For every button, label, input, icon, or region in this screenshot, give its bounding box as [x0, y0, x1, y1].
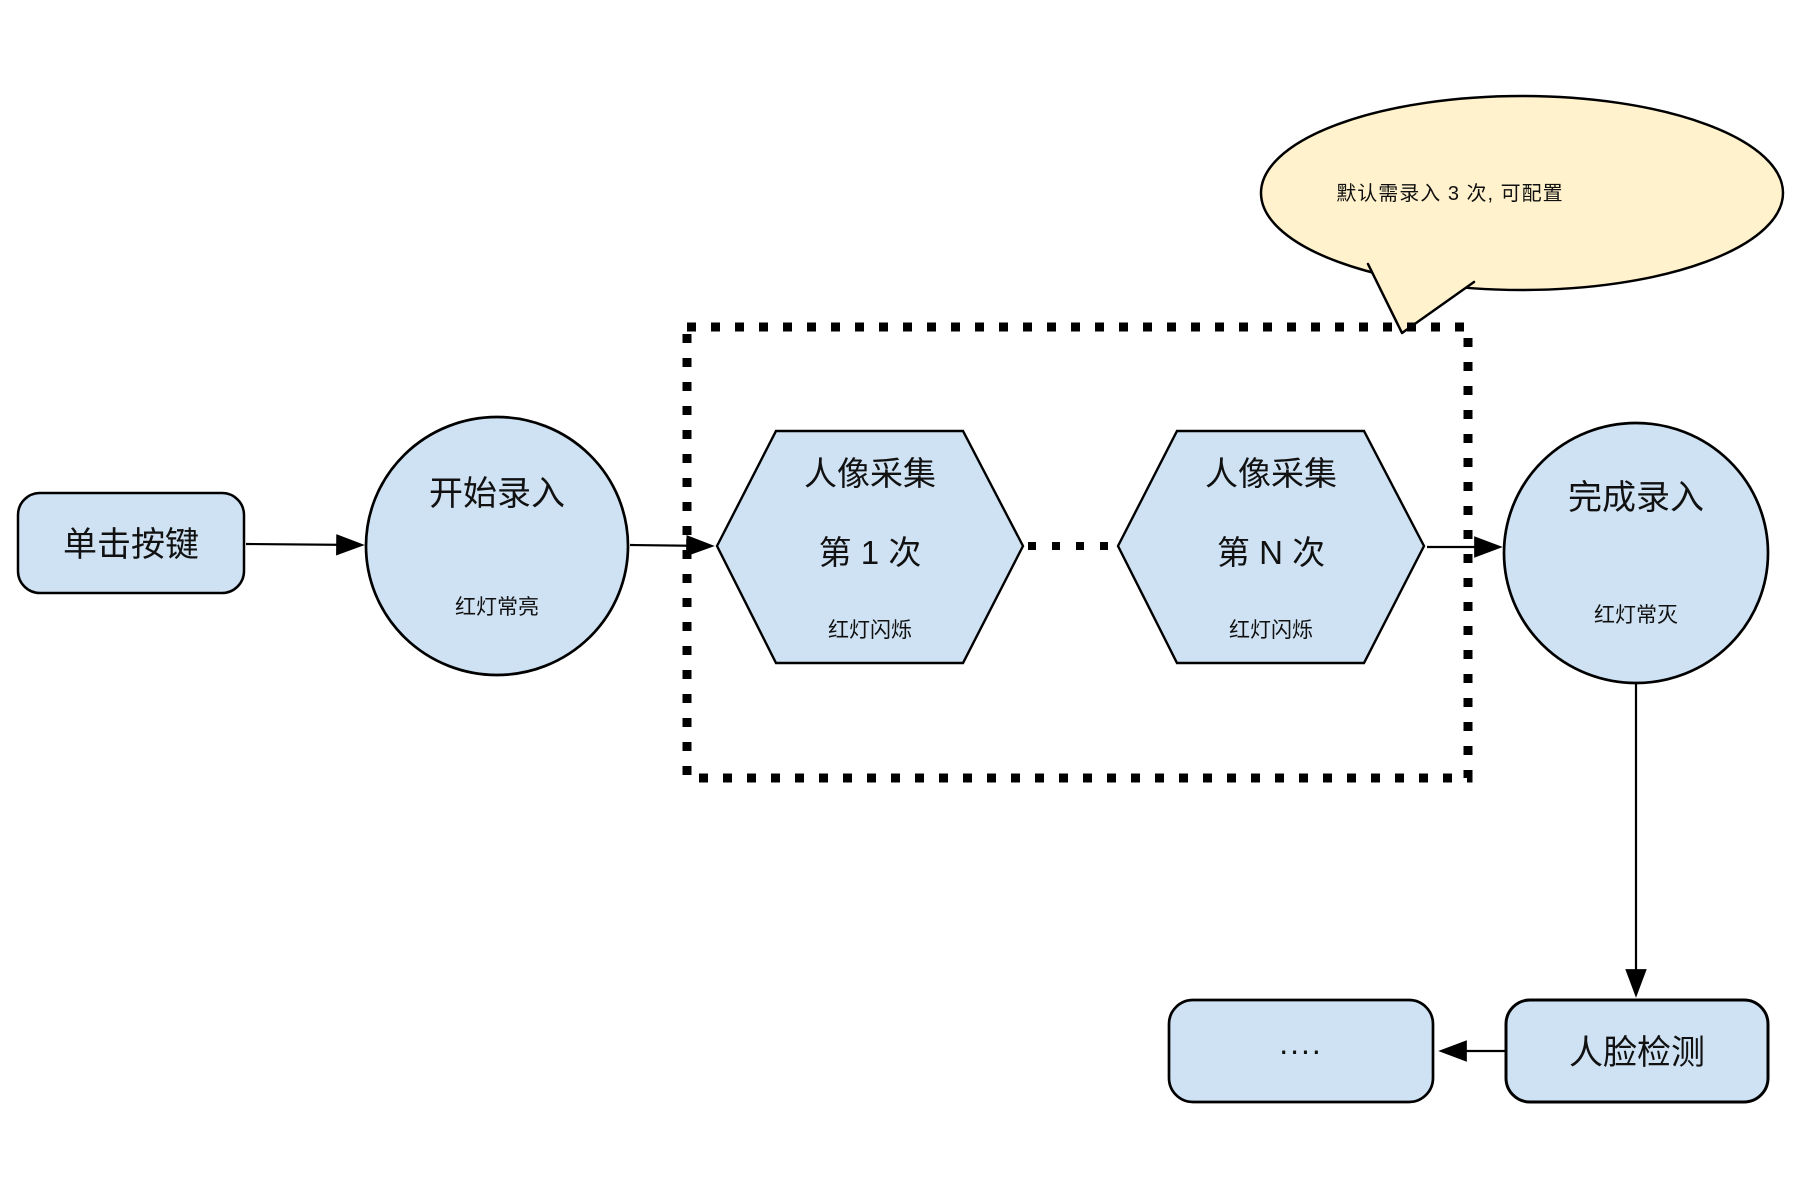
arrow-click-to-start	[245, 534, 365, 556]
start-enroll-shape	[364, 415, 630, 677]
ellipsis-label: ....	[1279, 1025, 1323, 1061]
click-button-shape	[16, 491, 246, 595]
capture-first-shape	[715, 429, 1025, 665]
click-button-label: 单击按键	[63, 526, 199, 564]
callout-ellipse	[1259, 94, 1785, 292]
capture-nth-label2: 第 N 次	[1217, 534, 1325, 571]
finish-enroll-shape	[1502, 421, 1770, 685]
capture-first-label2: 第 1 次	[819, 534, 922, 571]
start-enroll-node: 开始录入 红灯常亮	[364, 415, 630, 677]
capture-first-label: 人像采集	[804, 455, 936, 492]
ellipsis-shape	[1167, 998, 1435, 1104]
click-button-node: 单击按键	[16, 491, 246, 595]
arrow-start-to-capture1	[629, 534, 715, 557]
capture-nth-label: 人像采集	[1205, 455, 1337, 492]
callout-text: 默认需录入 3 次, 可配置	[1336, 182, 1563, 205]
callout-bubble: 默认需录入 3 次, 可配置	[1259, 94, 1785, 335]
capture-first-node: 人像采集 第 1 次 红灯闪烁	[715, 429, 1025, 665]
face-detect-node: 人脸检测	[1504, 998, 1770, 1104]
ellipsis-node: ....	[1167, 998, 1435, 1104]
capture-nth-node: 人像采集 第 N 次 红灯闪烁	[1116, 429, 1426, 665]
callout-tail	[1366, 262, 1476, 335]
start-enroll-sublabel: 红灯常亮	[455, 596, 539, 619]
face-detect-label: 人脸检测	[1569, 1034, 1705, 1072]
finish-enroll-label: 完成录入	[1568, 479, 1704, 517]
finish-enroll-node: 完成录入 红灯常灭	[1502, 421, 1770, 685]
start-enroll-label: 开始录入	[429, 475, 565, 513]
finish-enroll-sublabel: 红灯常灭	[1594, 604, 1678, 627]
capture-nth-shape	[1116, 429, 1426, 665]
capture-first-sublabel: 红灯闪烁	[828, 619, 912, 642]
capture-nth-sublabel: 红灯闪烁	[1229, 619, 1313, 642]
